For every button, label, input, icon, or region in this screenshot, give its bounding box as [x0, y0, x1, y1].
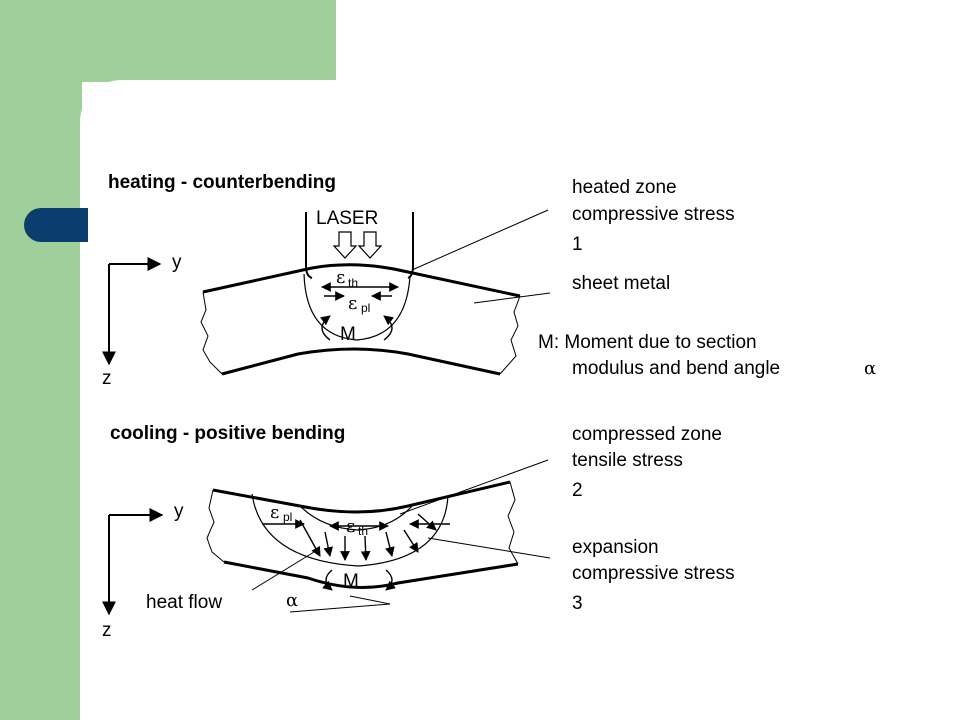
label-sheet-metal: sheet metal — [572, 273, 670, 294]
axes-heating: y z — [102, 252, 182, 389]
eps-pl-symbol: ε — [348, 293, 357, 314]
laser-label: LASER — [316, 208, 378, 229]
label-moment-line1: M: Moment due to section — [538, 332, 757, 353]
label-moment-line2: modulus and bend angle — [572, 358, 780, 379]
moment-heating: M — [320, 315, 394, 345]
eps-th-sub: th — [348, 276, 358, 290]
label-tensile-stress: tensile stress — [572, 450, 683, 471]
label-heated-num: 1 — [572, 234, 583, 255]
leader-compressed-zone — [399, 459, 549, 515]
heat-flow-arrows — [299, 513, 437, 561]
label-heat-flow: heat flow — [146, 592, 222, 613]
label-heated-zone: heated zone — [572, 177, 677, 198]
axis-y-label-cooling: y — [174, 501, 184, 522]
label-compressed-num: 2 — [572, 480, 583, 501]
eps-th-symbol-cooling: ε — [346, 516, 355, 537]
moment-label: M — [340, 324, 356, 345]
sheet-metal-heating — [200, 263, 521, 376]
axes-cooling: y z — [102, 501, 184, 641]
moment-label-cooling: M — [343, 571, 359, 592]
strain-arrows-cooling: ε pl ε th — [262, 502, 450, 538]
leader-heated-zone — [411, 209, 549, 271]
bullet-marker — [24, 208, 88, 242]
alpha-symbol-cooling: α — [286, 590, 298, 611]
label-heated-stress: compressive stress — [572, 204, 735, 225]
leader-sheet-metal — [473, 292, 551, 304]
leader-expansion — [427, 537, 551, 559]
eps-th-symbol: ε — [336, 267, 345, 288]
label-expansion-num: 3 — [572, 593, 583, 614]
axis-y-label: y — [172, 252, 182, 273]
axis-z-label: z — [102, 368, 112, 389]
moment-cooling: M — [322, 569, 396, 592]
strain-arrows-heating: ε th ε pl — [321, 267, 399, 315]
leader-heat-flow — [251, 551, 315, 591]
slide-panel — [80, 80, 960, 720]
background-green-sidebar — [0, 0, 82, 720]
eps-th-sub-cooling: th — [358, 524, 368, 538]
label-expansion: expansion — [572, 537, 659, 558]
eps-pl-sub: pl — [361, 301, 370, 315]
bend-angle: α — [286, 590, 391, 613]
axis-z-label-cooling: z — [102, 620, 112, 641]
eps-pl-sub-cooling: pl — [283, 510, 292, 524]
heating-title: heating - counterbending — [108, 172, 336, 193]
label-expansion-stress: compressive stress — [572, 563, 735, 584]
cooling-title: cooling - positive bending — [110, 423, 345, 444]
label-compressed-zone: compressed zone — [572, 424, 722, 445]
alpha-symbol: α — [864, 358, 876, 379]
eps-pl-symbol-cooling: ε — [270, 502, 279, 523]
